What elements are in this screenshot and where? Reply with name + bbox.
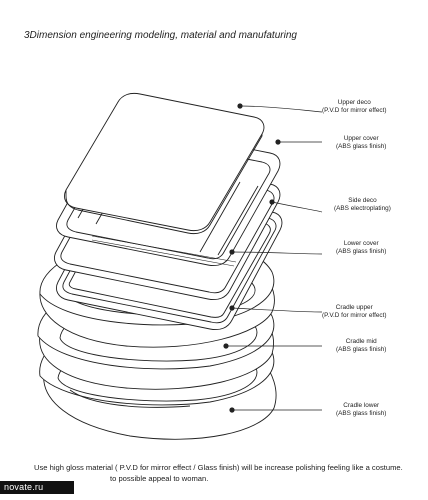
watermark: novate.ru <box>0 481 74 494</box>
part-name: Upper cover <box>343 135 379 142</box>
lower-cover-marker <box>229 249 235 255</box>
part-name: Lower cover <box>343 240 379 247</box>
part-name: Cradle upper <box>335 304 373 311</box>
part-material: (ABS electroplating) <box>334 205 391 212</box>
part-name: Cradle mid <box>345 338 377 345</box>
caption-line-1: Use high gloss material ( P.V.D for mirr… <box>34 463 403 472</box>
part-material: (ABS glass finish) <box>336 143 387 150</box>
part-name: Upper deco <box>337 99 371 106</box>
caption-line-2: to possible appeal to woman. <box>110 474 209 483</box>
callout-cradle-lower: Cradle lower (ABS glass finish) <box>336 402 386 418</box>
part-name: Side deco <box>348 197 377 204</box>
callout-upper-cover: Upper cover (ABS glass finish) <box>336 135 386 151</box>
upper-deco-part <box>64 92 265 235</box>
callout-side-deco: Side deco (ABS electroplating) <box>334 197 391 213</box>
part-name: Cradle lower <box>343 402 380 409</box>
part-material: (ABS glass finish) <box>336 248 387 255</box>
callout-cradle-mid: Cradle mid (ABS glass finish) <box>336 338 386 354</box>
part-material: (P.V.D for mirror effect) <box>322 107 387 114</box>
side-deco-marker <box>269 199 275 205</box>
cradle-upper-marker <box>229 305 235 311</box>
part-material: (ABS glass finish) <box>336 346 387 353</box>
part-material: (ABS glass finish) <box>336 410 387 417</box>
cradle-mid-marker <box>223 343 229 349</box>
diagram-title: 3Dimension engineering modeling, materia… <box>24 30 297 41</box>
part-material: (P.V.D for mirror effect) <box>322 312 387 319</box>
cradle-lower-marker <box>229 407 235 413</box>
callout-lower-cover: Lower cover (ABS glass finish) <box>336 240 386 256</box>
upper-deco-marker <box>237 103 243 109</box>
caption: Use high gloss material ( P.V.D for mirr… <box>34 462 422 484</box>
upper-cover-marker <box>275 139 281 145</box>
callout-cradle-upper: Cradle upper (P.V.D for mirror effect) <box>322 304 387 320</box>
callout-upper-deco: Upper deco (P.V.D for mirror effect) <box>322 99 387 115</box>
